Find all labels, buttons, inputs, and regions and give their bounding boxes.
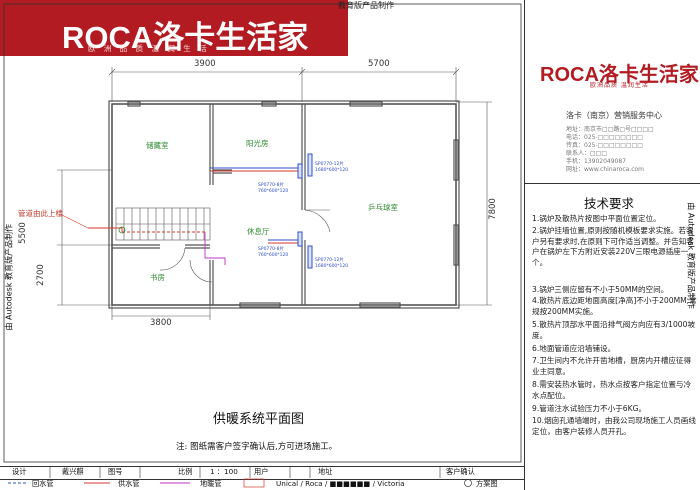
logo-slogan: 欧 洲 品 质 温 润 生 活 [88,44,210,53]
tb-scale-value: 1 ：100 [210,467,238,476]
company-line: 电话：025-□□□□□□□□ [566,134,643,141]
company-line: 网址：www.chinaroca.com [566,166,645,173]
top-dimension [108,67,460,102]
boiler-marker [118,226,126,234]
tb-confirm-label: 客户确认 [446,467,475,476]
left-dimension [57,169,112,306]
dim-top-left: 3900 [194,59,216,69]
tech-item: 8.需安装热水管时，热水点按客户指定位置与冷水点配位。 [532,380,692,400]
tech-item: 1.锅炉及散热片按图中平面位置定位。 [532,214,661,223]
dim-left-lower: 2700 [35,264,46,286]
dim-left-total: 5500 [17,222,28,244]
dim-right-total: 7800 [487,198,498,220]
company-line: 手机：13902049087 [566,158,626,165]
room-billiards: 乒乓球室 [368,203,398,212]
legend-floor: 地暖管 [200,479,222,488]
staircase [115,207,211,241]
legend-scheme-circle [464,479,472,487]
tech-item: 6.地面管道应沿墙铺设。 [532,344,616,353]
dim-top-right: 5700 [368,59,390,69]
walls [111,103,457,306]
radiator-2 [297,163,303,179]
legend-supply: 供水管 [118,479,140,488]
room-sunroom: 阳光房 [246,139,269,148]
tb-designer: 戴兴麒 [62,467,84,476]
legend-brand: Unical / Roca / ■■■■■■ / Victoria [276,479,405,488]
tb-drawing-no-label: 图号 [108,467,123,476]
floor-plan [3,3,522,463]
radiators [297,153,313,269]
heating-pipes [88,167,300,265]
panel-divider [524,183,700,184]
tech-item: 2.锅炉挂墙位置,原则按随机模板要求实施。若客户另有要求时,在原则下可作适当调整… [532,226,694,267]
inner-walls [108,100,460,309]
title-block-grid [8,466,472,488]
room-lounge: 休息厅 [247,227,270,236]
tech-title: 技术要求 [584,196,635,211]
doors [159,209,331,283]
company-line: 联系人：□□□ [566,150,608,157]
tech-item: 9.管道注水试验压力不小于6KG。 [532,404,647,413]
radiator-4 [307,245,313,269]
radiator-3 [297,231,303,247]
roca-logo: ROCA洛卡生活家 [62,20,309,55]
tech-item: 4.散热片底边距地面高度[净高]不小于200MM,常规按200MM实施。 [532,296,697,316]
brand-banner [0,0,348,56]
pipe-note-leader [59,213,89,229]
dim-bottom-left: 3800 [150,318,172,328]
right-dimension [456,101,492,306]
tb-user-label: 用户 [254,467,269,476]
panel-logo-slogan: 欧洲品质 温润生活 [590,82,649,89]
info-panel [524,0,700,490]
tech-item: 5.散热片顶部水平面沿排气阀方向应有3/1000坡度。 [532,320,696,340]
radiator-1 [307,153,313,177]
room-storage: 储藏室 [146,141,169,150]
legend-scheme: 方案图 [476,479,498,488]
tech-item: 3.锅炉三侧应留有不小于50MM的空间。 [532,285,669,294]
title-block [0,466,524,480]
room-study: 书房 [150,273,165,282]
legend-boiler-box [243,478,265,488]
company-line: 地址：南京市□□路□号□□□□ [566,126,654,133]
company-line: 传真：025-□□□□□□□□ [566,142,643,149]
watermark-top: 教育版产品制作 [338,1,394,10]
tb-design-label: 设计 [12,467,27,476]
tb-address-label: 地址 [318,467,333,476]
pipe-up-note: 管道由此上楼 [18,209,63,218]
panel-logo: ROCA洛卡生活家 [540,64,699,86]
tech-item: 7.卫生间内不允许开凿地槽，厨房内开槽应征得业主同意。 [532,356,692,376]
legend-return: 回水管 [32,479,54,488]
drawing-title: 供暖系统平面图 [213,412,305,427]
drawing-note: 注: 图纸需客户签字确认后,方可进场施工。 [176,442,338,452]
tb-scale-label: 比例 [178,467,193,476]
tech-item: 10.烟囱孔通墙端时，由我公司现场施工人员画线定位，由客户装修人员开孔。 [532,416,696,436]
company-name: 洛卡（南京）营销服务中心 [566,111,662,120]
